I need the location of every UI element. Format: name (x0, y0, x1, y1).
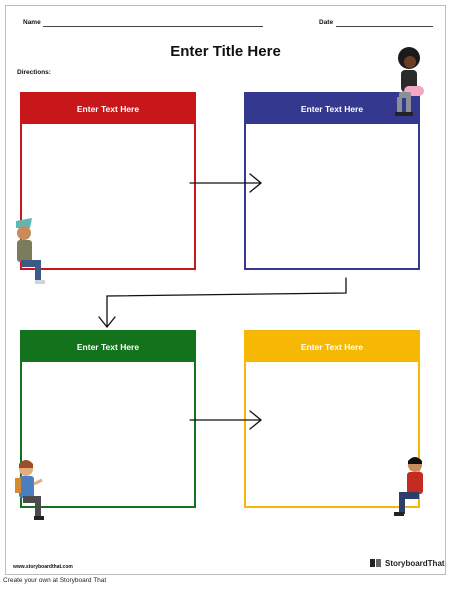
panel-3[interactable]: Enter Text Here (20, 330, 196, 508)
worksheet: Name Date Enter Title Here Directions: E… (5, 5, 446, 575)
flow-arrows (15, 47, 424, 520)
brand-name: StoryboardThat (385, 558, 445, 568)
panel-1[interactable]: Enter Text Here (20, 92, 196, 270)
storyboardthat-logo[interactable]: StoryboardThat (370, 558, 445, 568)
date-field[interactable] (336, 26, 433, 27)
storyboard-logo-icon (370, 559, 381, 567)
character-boy-red-icon (394, 457, 423, 516)
connector-arrow-icon (98, 277, 347, 329)
name-field[interactable] (43, 26, 263, 27)
character-woman-icon (395, 47, 424, 116)
caption-link[interactable]: Create your own at Storyboard That (3, 577, 107, 584)
panel-4[interactable]: Enter Text Here (244, 330, 420, 508)
footer-url[interactable]: www.storyboardthat.com (13, 564, 73, 570)
panel-2[interactable]: Enter Text Here (244, 92, 420, 270)
character-boy-teal-icon (16, 218, 45, 284)
panel-2-heading[interactable]: Enter Text Here (246, 94, 418, 124)
panel-1-heading[interactable]: Enter Text Here (22, 94, 194, 124)
page-title[interactable]: Enter Title Here (170, 43, 281, 60)
name-label: Name (23, 19, 41, 26)
character-boy-backpack-icon (15, 460, 44, 520)
arrow-right-icon (189, 410, 263, 430)
panel-4-heading[interactable]: Enter Text Here (246, 332, 418, 362)
date-label: Date (319, 19, 334, 26)
arrow-right-icon (189, 173, 263, 193)
panel-3-heading[interactable]: Enter Text Here (22, 332, 194, 362)
directions-label: Directions: (17, 69, 51, 76)
